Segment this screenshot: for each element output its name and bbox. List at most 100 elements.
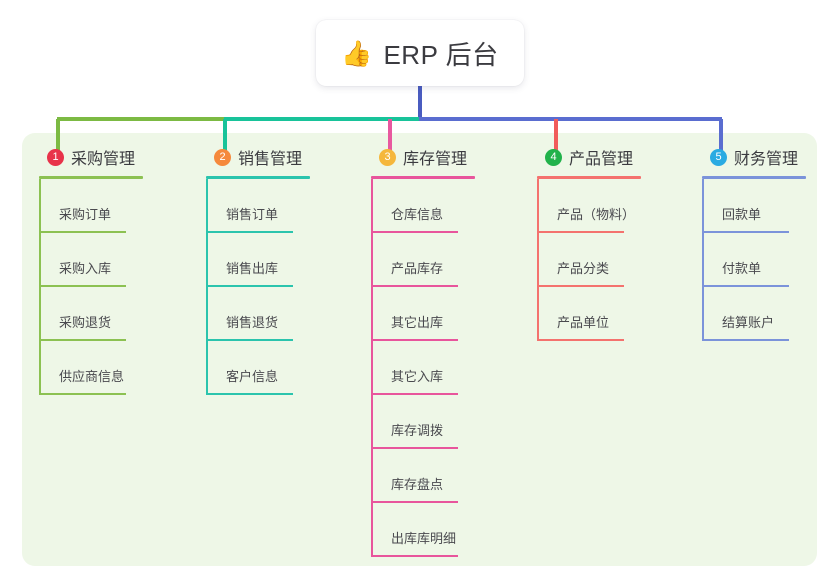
branch-leaf-list: 仓库信息产品库存其它出库其它入库库存调拨库存盘点出库库明细 xyxy=(371,179,475,557)
leaf-item[interactable]: 采购退货 xyxy=(41,287,143,341)
branch-title: 产品管理 xyxy=(569,151,634,168)
leaf-item-underline xyxy=(373,447,458,449)
branch-leaf-list: 销售订单销售出库销售退货客户信息 xyxy=(206,179,310,395)
leaf-item[interactable]: 销售出库 xyxy=(208,233,310,287)
leaf-item-underline xyxy=(373,501,458,503)
leaf-item[interactable]: 仓库信息 xyxy=(373,179,475,233)
branch-spine xyxy=(371,179,373,557)
leaf-item-underline xyxy=(373,555,458,557)
branch-number-badge: 4 xyxy=(545,148,562,166)
leaf-item[interactable]: 其它出库 xyxy=(373,287,475,341)
branch-column-3: 3 库存管理仓库信息产品库存其它出库其它入库库存调拨库存盘点出库库明细 xyxy=(367,145,475,557)
leaf-item-underline xyxy=(373,339,458,341)
leaf-item[interactable]: 结算账户 xyxy=(704,287,806,341)
branch-spine xyxy=(39,179,41,395)
branch-number-badge: 2 xyxy=(214,148,231,166)
leaf-item[interactable]: 采购订单 xyxy=(41,179,143,233)
branch-header-3[interactable]: 3 库存管理 xyxy=(367,145,475,169)
leaf-item-underline xyxy=(539,339,624,341)
root-node[interactable]: 👍 ERP 后台 xyxy=(316,20,524,86)
branch-spine xyxy=(537,179,539,341)
leaf-item-underline xyxy=(373,393,458,395)
leaf-item-label: 产品（物料） xyxy=(557,207,636,222)
leaf-item[interactable]: 库存调拨 xyxy=(373,395,475,449)
leaf-item-underline xyxy=(41,339,126,341)
leaf-item-label: 库存盘点 xyxy=(391,477,444,492)
leaf-item-underline xyxy=(704,231,789,233)
branch-header-5[interactable]: 5 财务管理 xyxy=(698,145,806,169)
leaf-item[interactable]: 产品（物料） xyxy=(539,179,641,233)
branch-header-underline xyxy=(537,176,641,179)
leaf-item[interactable]: 产品单位 xyxy=(539,287,641,341)
branch-column-5: 5 财务管理回款单付款单结算账户 xyxy=(698,145,806,341)
branch-title: 财务管理 xyxy=(734,151,799,168)
leaf-item-label: 供应商信息 xyxy=(59,369,125,384)
branch-number-badge: 5 xyxy=(710,148,727,166)
leaf-item-underline xyxy=(41,231,126,233)
leaf-item-label: 采购退货 xyxy=(59,315,112,330)
diagram-panel xyxy=(22,133,817,566)
leaf-item[interactable]: 其它入库 xyxy=(373,341,475,395)
branch-header-underline xyxy=(702,176,806,179)
branch-header-underline xyxy=(39,176,143,179)
leaf-item-underline xyxy=(208,393,293,395)
branch-column-1: 1 采购管理采购订单采购入库采购退货供应商信息 xyxy=(35,145,143,395)
leaf-item[interactable]: 客户信息 xyxy=(208,341,310,395)
branch-number-badge: 3 xyxy=(379,148,396,166)
leaf-item-underline xyxy=(373,231,458,233)
branch-column-2: 2 销售管理销售订单销售出库销售退货客户信息 xyxy=(202,145,310,395)
root-node-content: 👍 ERP 后台 xyxy=(341,35,498,72)
root-node-label: ERP 后台 xyxy=(383,39,499,70)
leaf-item-underline xyxy=(41,285,126,287)
leaf-item-label: 结算账户 xyxy=(722,315,775,330)
leaf-item-label: 采购订单 xyxy=(59,207,112,222)
leaf-item-label: 出库库明细 xyxy=(391,531,457,546)
branch-leaf-list: 回款单付款单结算账户 xyxy=(702,179,806,341)
branch-header-underline xyxy=(371,176,475,179)
branch-number-badge: 1 xyxy=(47,148,64,166)
branch-title: 采购管理 xyxy=(71,151,136,168)
leaf-item-underline xyxy=(704,339,789,341)
branch-header-4[interactable]: 4 产品管理 xyxy=(533,145,641,169)
branch-title: 销售管理 xyxy=(238,151,303,168)
branch-header-1[interactable]: 1 采购管理 xyxy=(35,145,143,169)
leaf-item-label: 其它入库 xyxy=(391,369,444,384)
thumbs-up-icon: 👍 xyxy=(341,38,373,68)
leaf-item-label: 回款单 xyxy=(722,207,762,222)
leaf-item-label: 产品分类 xyxy=(557,261,610,276)
branch-leaf-list: 产品（物料） 产品分类产品单位 xyxy=(537,179,641,341)
branch-column-4: 4 产品管理产品（物料） 产品分类产品单位 xyxy=(533,145,641,341)
leaf-item[interactable]: 付款单 xyxy=(704,233,806,287)
leaf-item[interactable]: 回款单 xyxy=(704,179,806,233)
leaf-item[interactable]: 采购入库 xyxy=(41,233,143,287)
leaf-item[interactable]: 产品库存 xyxy=(373,233,475,287)
leaf-item-label: 采购入库 xyxy=(59,261,112,276)
leaf-item-label: 销售订单 xyxy=(226,207,279,222)
leaf-item-underline xyxy=(704,285,789,287)
leaf-item-label: 产品单位 xyxy=(557,315,610,330)
leaf-item[interactable]: 销售订单 xyxy=(208,179,310,233)
leaf-item-label: 客户信息 xyxy=(226,369,279,384)
leaf-item-label: 库存调拨 xyxy=(391,423,444,438)
branch-title: 库存管理 xyxy=(403,151,468,168)
branch-spine xyxy=(206,179,208,395)
leaf-item-label: 其它出库 xyxy=(391,315,444,330)
leaf-item[interactable]: 供应商信息 xyxy=(41,341,143,395)
leaf-item-label: 产品库存 xyxy=(391,261,444,276)
leaf-item[interactable]: 产品分类 xyxy=(539,233,641,287)
leaf-item-underline xyxy=(539,285,624,287)
branch-header-underline xyxy=(206,176,310,179)
leaf-item-underline xyxy=(208,231,293,233)
leaf-item[interactable]: 库存盘点 xyxy=(373,449,475,503)
leaf-item-label: 销售出库 xyxy=(226,261,279,276)
branch-spine xyxy=(702,179,704,341)
branch-header-2[interactable]: 2 销售管理 xyxy=(202,145,310,169)
leaf-item-underline xyxy=(208,285,293,287)
leaf-item-underline xyxy=(208,339,293,341)
branch-leaf-list: 采购订单采购入库采购退货供应商信息 xyxy=(39,179,143,395)
leaf-item-label: 仓库信息 xyxy=(391,207,444,222)
leaf-item-label: 付款单 xyxy=(722,261,762,276)
leaf-item[interactable]: 出库库明细 xyxy=(373,503,475,557)
leaf-item[interactable]: 销售退货 xyxy=(208,287,310,341)
leaf-item-underline xyxy=(41,393,126,395)
